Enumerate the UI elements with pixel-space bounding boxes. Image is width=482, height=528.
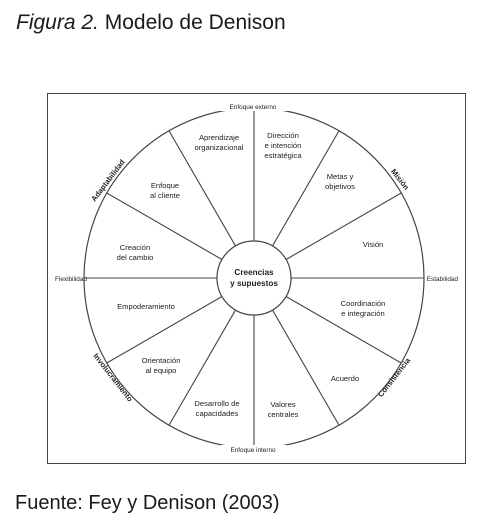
segment-divider-line [272, 309, 340, 426]
segment-label-10a: Creación [120, 243, 150, 252]
diagram-frame [47, 93, 466, 464]
segment-dividers [84, 108, 424, 448]
segment-label-2a: Metas y [327, 172, 354, 181]
segment-divider-line [272, 130, 340, 247]
figure-caption: Figura 2. Modelo de Denison [16, 11, 286, 35]
segment-divider-line [285, 192, 402, 260]
edge-label-left: Flexibilidad [55, 276, 87, 283]
edge-bottom-bg [221, 445, 287, 454]
segment-divider-line [168, 309, 236, 426]
segment-label-6b: centrales [268, 410, 299, 419]
segment-label-7b: capacidades [196, 409, 239, 418]
figure-source: Fuente: Fey y Denison (2003) [15, 492, 280, 514]
edge-label-top: Enfoque externo [230, 104, 277, 111]
segment-label-9: Empoderamiento [117, 302, 175, 311]
segment-label-12a: Aprendizaje [199, 133, 239, 142]
segment-label-1a: Dirección [267, 131, 299, 140]
edge-label-bottom: Enfoque interno [230, 447, 276, 454]
segment-label-10b: del cambio [117, 253, 154, 262]
segment-label-8a: Orientación [142, 356, 181, 365]
segment-label-1b: e intención [265, 141, 302, 150]
denison-model-diagram: Creencias y supuestos Enfoque externo En… [55, 102, 459, 454]
segment-label-8b: al equipo [146, 366, 177, 375]
edge-label-right: Estabilidad [427, 276, 459, 283]
trait-label-consistency: Consistencia [376, 355, 413, 398]
segment-label-4a: Coordinación [341, 299, 386, 308]
segment-divider-line [106, 296, 223, 364]
core-label-line1: Creencias [234, 268, 274, 277]
segment-divider-line [168, 130, 236, 247]
segment-label-4b: e integración [341, 309, 384, 318]
segment-label-11a: Enfoque [151, 181, 179, 190]
segment-label-7a: Desarrollo de [194, 399, 239, 408]
trait-label-adaptability: Adaptabilidad [89, 157, 127, 203]
core-label-line2: y supuestos [230, 279, 278, 288]
segment-label-6a: Valores [270, 400, 295, 409]
edge-top-bg [219, 102, 289, 111]
segment-label-11b: al cliente [150, 191, 180, 200]
segment-label-2b: objetivos [325, 182, 355, 191]
segment-label-5: Acuerdo [331, 374, 359, 383]
figure-title: Modelo de Denison [104, 11, 286, 34]
segment-label-12b: organizacional [195, 143, 244, 152]
figure-number: Figura 2. [16, 11, 99, 34]
inner-circle [216, 240, 292, 316]
segment-divider-line [285, 296, 402, 364]
segment-label-3: Visión [363, 240, 384, 249]
segment-label-1c: estratégica [264, 151, 302, 160]
segment-divider-line [106, 192, 223, 260]
